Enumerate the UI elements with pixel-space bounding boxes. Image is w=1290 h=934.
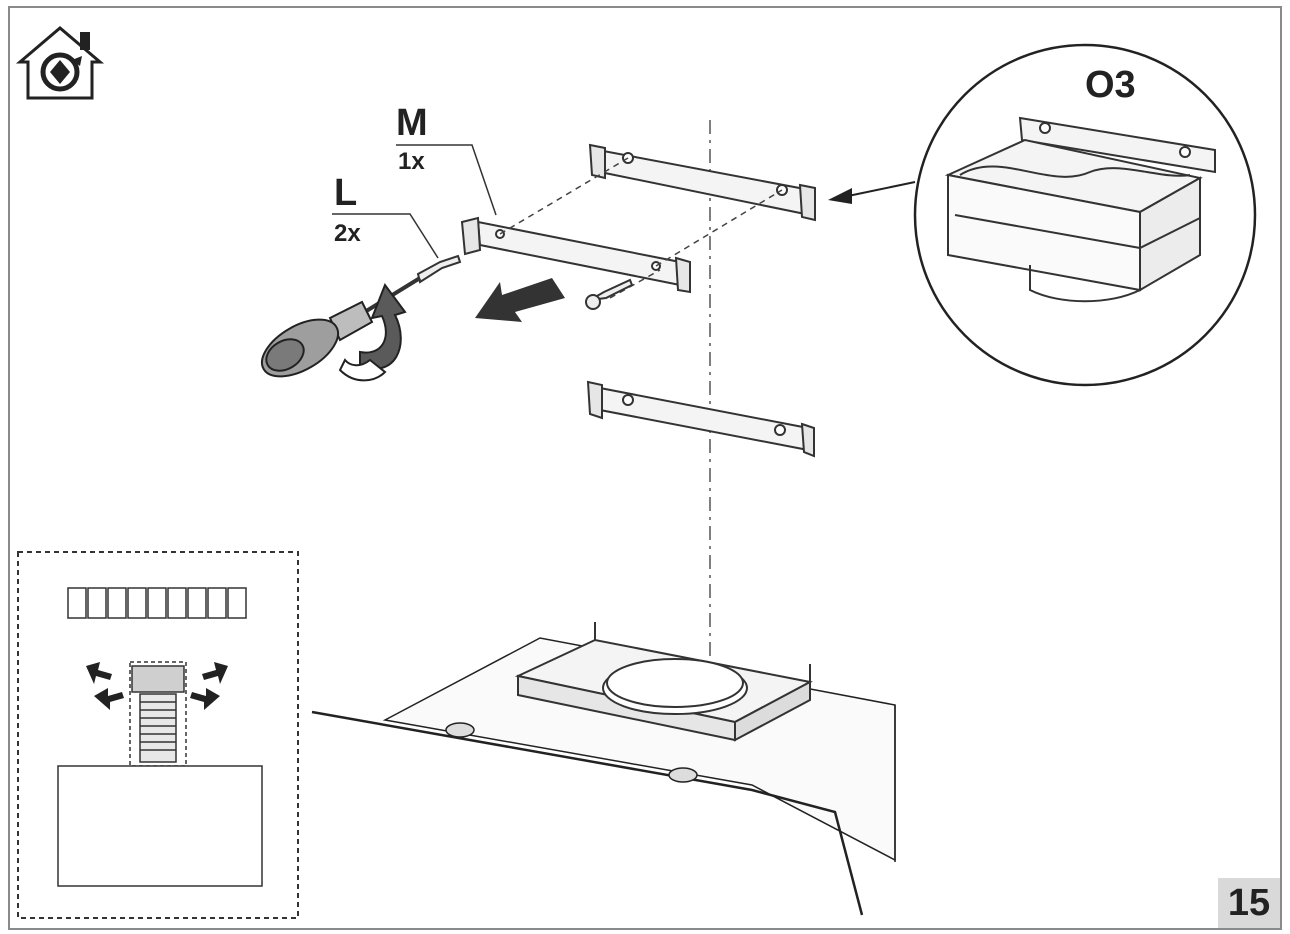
page-number: 15 xyxy=(1218,878,1280,928)
lower-wall-bracket xyxy=(586,380,815,458)
direction-arrow-icon xyxy=(475,278,565,322)
inset-detail-box xyxy=(17,551,299,919)
detail-o3-label: O3 xyxy=(1085,64,1136,106)
fan-motor-icon xyxy=(57,661,263,887)
part-l-quantity: 2x xyxy=(334,220,361,247)
airflow-arrows-icon xyxy=(86,662,228,710)
screw-l xyxy=(416,254,634,310)
part-m-quantity: 1x xyxy=(398,148,425,175)
part-l-label: L xyxy=(334,172,358,214)
charcoal-filter-icon xyxy=(67,587,247,619)
screwdriver-icon xyxy=(261,276,422,378)
rotation-arrow-icon xyxy=(338,282,407,382)
detail-circle-o3 xyxy=(913,43,1257,387)
duct-outlet xyxy=(514,622,813,742)
detail-pointer-arrow xyxy=(828,181,916,204)
bracket-m xyxy=(460,216,691,294)
upper-wall-bracket xyxy=(588,143,816,222)
page-frame xyxy=(8,6,1282,930)
part-m-label: M xyxy=(396,102,428,144)
recirculation-mode-icon xyxy=(15,26,105,100)
